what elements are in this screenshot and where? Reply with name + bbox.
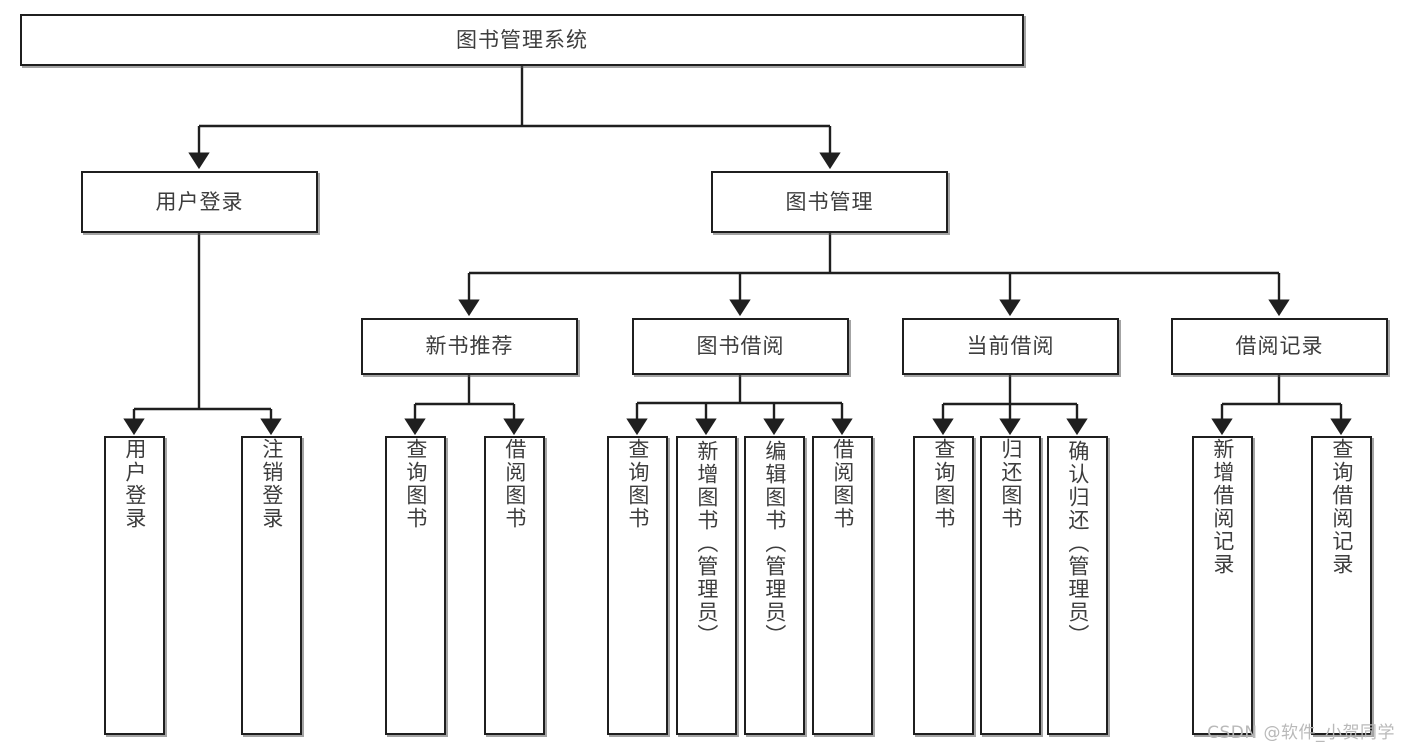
node-borrow-record[interactable]: 借阅记录 [1171,318,1388,375]
leaf-label: 用户登录 [122,438,147,530]
node-current-borrow[interactable]: 当前借阅 [902,318,1119,375]
node-user-login[interactable]: 用户登录 [81,171,318,233]
leaf-record-query-borrow-record[interactable]: 查询借阅记录 [1311,436,1372,735]
leaf-current-return-book[interactable]: 归还图书 [980,436,1041,735]
leaf-label: 归还图书 [998,438,1023,530]
node-label: 图书管理系统 [456,27,588,52]
leaf-label: 确认归还（管理员） [1065,440,1090,647]
node-label: 借阅记录 [1235,334,1324,359]
watermark: CSDN @软件_小贺同学 [1207,723,1395,743]
leaf-borrow-borrow-book[interactable]: 借阅图书 [812,436,873,735]
leaf-label: 查询借阅记录 [1329,438,1354,576]
leaf-user-login-login[interactable]: 用户登录 [104,436,165,735]
leaf-borrow-query-book[interactable]: 查询图书 [607,436,668,735]
leaf-current-query-book[interactable]: 查询图书 [913,436,974,735]
leaf-user-login-logout[interactable]: 注销登录 [241,436,302,735]
leaf-label: 查询图书 [931,438,956,530]
leaf-record-add-borrow-record[interactable]: 新增借阅记录 [1192,436,1253,735]
leaf-label: 新增借阅记录 [1210,438,1235,576]
leaf-label: 查询图书 [403,438,428,530]
leaf-label: 借阅图书 [830,438,855,530]
leaf-borrow-add-book-admin[interactable]: 新增图书（管理员） [676,436,737,735]
node-label: 图书借阅 [696,334,785,359]
node-book-management[interactable]: 图书管理 [711,171,948,233]
leaf-borrow-edit-book-admin[interactable]: 编辑图书（管理员） [744,436,805,735]
node-new-book-recommend[interactable]: 新书推荐 [361,318,578,375]
leaf-label: 查询图书 [625,438,650,530]
leaf-current-confirm-return-admin[interactable]: 确认归还（管理员） [1047,436,1108,735]
leaf-label: 新增图书（管理员） [694,440,719,647]
node-label: 新书推荐 [425,334,514,359]
node-book-borrow[interactable]: 图书借阅 [632,318,849,375]
leaf-label: 借阅图书 [502,438,527,530]
leaf-label: 注销登录 [259,438,284,530]
leaf-new-book-query[interactable]: 查询图书 [385,436,446,735]
node-label: 当前借阅 [966,334,1055,359]
node-label: 用户登录 [155,189,244,214]
node-root-book-management-system[interactable]: 图书管理系统 [20,14,1024,66]
node-label: 图书管理 [785,189,874,214]
leaf-label: 编辑图书（管理员） [762,440,787,647]
leaf-new-book-borrow[interactable]: 借阅图书 [484,436,545,735]
